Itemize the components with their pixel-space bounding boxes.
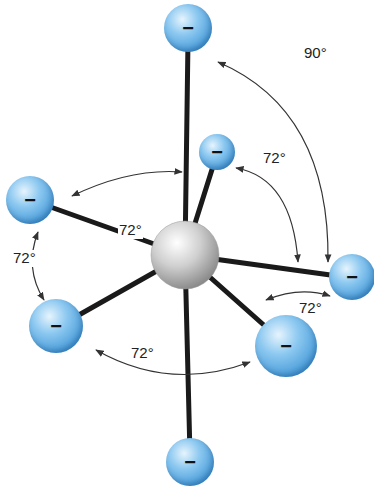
ligand-ball: − <box>166 438 214 486</box>
charge-sign: − <box>184 452 196 472</box>
angle-label: 72° <box>262 150 287 167</box>
charge-sign: − <box>50 316 62 336</box>
ligand-ball: − <box>29 299 83 353</box>
angle-label: 72° <box>130 345 155 362</box>
angle-label: 72° <box>12 250 37 267</box>
charge-sign: − <box>346 267 358 287</box>
ligand-ball: − <box>255 315 317 377</box>
ligand-ball: − <box>329 254 374 300</box>
ligand-ball: − <box>6 176 54 224</box>
charge-sign: − <box>182 18 194 38</box>
bond-lines <box>45 40 345 455</box>
charge-sign: − <box>24 190 36 210</box>
ligand-ball: − <box>164 4 212 52</box>
ligand-ball: − <box>199 134 235 170</box>
central-atom <box>151 221 219 289</box>
angle-label: 72° <box>298 300 323 317</box>
angle-label: 90° <box>303 45 328 62</box>
charge-sign: − <box>280 336 292 356</box>
charge-sign: − <box>211 142 223 162</box>
angle-label: 72° <box>118 222 143 239</box>
